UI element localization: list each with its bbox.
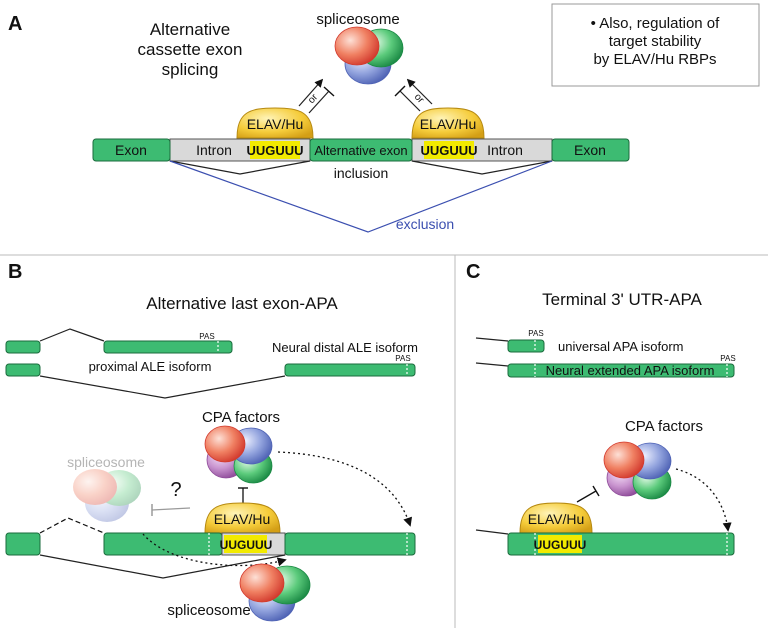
or-right: or: [412, 92, 427, 106]
b-pas-1: PAS: [199, 332, 214, 341]
exon-right: [551, 138, 630, 162]
exon-left: [92, 138, 171, 162]
c-cpa-complex: [603, 441, 672, 500]
c-cpa-dotted-arrow: [675, 468, 732, 532]
c-cpa-inhibition: [576, 490, 597, 503]
panel-b-title: Alternative last exon-APA: [146, 294, 338, 313]
b-proximal-label: proximal ALE isoform: [89, 359, 212, 374]
elav-protein-right: ELAV/Hu: [411, 107, 485, 139]
c-universal-label: universal APA isoform: [558, 339, 683, 354]
panel-a-title-line2: cassette exon: [138, 40, 243, 59]
svg-text:ELAV/Hu: ELAV/Hu: [247, 116, 304, 132]
c-cpa-label: CPA factors: [625, 418, 703, 435]
exon-left-label: Exon: [115, 142, 147, 158]
c-extended-exon: [507, 363, 735, 378]
b-cpa-dotted-arrow: [277, 451, 413, 527]
c-pas-1: PAS: [528, 329, 543, 338]
spliceosome-a: [334, 26, 404, 85]
regulation-arrows-left: or: [298, 78, 335, 114]
c-elav-protein: ELAV/Hu: [519, 502, 593, 534]
b-cpa-label: CPA factors: [202, 409, 280, 426]
svg-text:ELAV/Hu: ELAV/Hu: [214, 511, 271, 527]
motif-right: UUGUUU: [420, 143, 477, 158]
b-distal-splice: [39, 375, 286, 399]
b-spliceosome-bottom: [239, 563, 311, 622]
b-proximal-splice: [39, 328, 105, 342]
b-gene-last-exon: [284, 532, 416, 556]
svg-text:ELAV/Hu: ELAV/Hu: [528, 511, 585, 527]
b-spliceosome-bottom-label: spliceosome: [167, 602, 250, 619]
panel-c-letter: C: [466, 261, 480, 283]
panel-a-title-line3: splicing: [162, 60, 219, 79]
b-motif-box: [224, 535, 267, 553]
c-extended-label: Neural extended APA isoform: [546, 363, 715, 378]
note-line3: by ELAV/Hu RBPs: [593, 51, 716, 68]
b-proximal-last-exon: [103, 340, 233, 354]
inclusion-splice-left: [169, 160, 311, 175]
intron-right-label: Intron: [487, 142, 523, 158]
panel-a-title-line1: Alternative: [150, 20, 230, 39]
note-box: [551, 3, 760, 87]
exon-right-label: Exon: [574, 142, 606, 158]
b-question-mark: ?: [170, 479, 181, 501]
motif-left: UUGUUU: [246, 143, 303, 158]
b-distal-exon1: [5, 363, 41, 377]
alternative-exon: [309, 138, 413, 162]
b-motif: UUGUUU: [220, 538, 273, 552]
b-cpa-complex: [204, 425, 273, 484]
motif-left-box: [250, 141, 300, 159]
inclusion-label: inclusion: [334, 165, 388, 181]
regulation-arrows-right: or: [394, 78, 433, 112]
or-left: or: [306, 92, 321, 106]
b-spliceosome-faded: [73, 469, 141, 522]
exclusion-splice: [169, 160, 553, 233]
elav-protein-left: ELAV/Hu: [236, 107, 314, 139]
c-motif: UUGUUU: [534, 538, 587, 552]
b-gene-mid-exon: [103, 532, 223, 556]
b-dashed-splice: [39, 517, 105, 534]
c-pas-2: PAS: [720, 354, 735, 363]
b-distal-last-exon: [284, 363, 416, 377]
c-universal-exon: [507, 339, 545, 353]
exclusion-label: exclusion: [396, 216, 454, 232]
intron-left-label: Intron: [196, 142, 232, 158]
b-spliceosome-faded-label: spliceosome: [67, 454, 145, 470]
b-gene-exon1: [5, 532, 41, 556]
note-line2: target stability: [609, 33, 702, 50]
spliceosome-label-a: spliceosome: [316, 11, 399, 28]
b-spliceosome-dotted-arrow: [142, 533, 287, 567]
panel-b-letter: B: [8, 261, 22, 283]
note-line1: • Also, regulation of: [591, 15, 720, 32]
svg-text:ELAV/Hu: ELAV/Hu: [420, 116, 477, 132]
b-neural-label: Neural distal ALE isoform: [272, 340, 418, 355]
b-elav-protein: ELAV/Hu: [204, 502, 281, 534]
inclusion-splice-right: [411, 160, 553, 175]
b-proximal-exon1: [5, 340, 41, 354]
c-motif-box: [538, 535, 582, 553]
motif-right-box: [424, 141, 474, 159]
alternative-exon-label: Alternative exon: [314, 143, 407, 158]
b-pas-2: PAS: [395, 354, 410, 363]
panel-c-title: Terminal 3' UTR-APA: [542, 290, 702, 309]
b-solid-splice: [39, 554, 286, 579]
b-spliceosome-inhibition: [151, 507, 191, 511]
panel-a-letter: A: [8, 13, 22, 35]
